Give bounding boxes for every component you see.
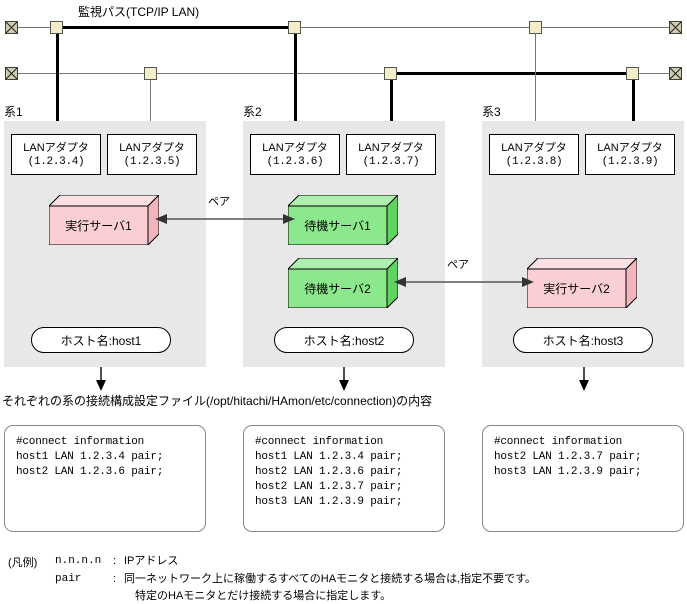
config-file-box-2: #connect information host1 LAN 1.2.3.4 p… xyxy=(243,425,445,532)
config-line: host2 LAN 1.2.3.6 pair; xyxy=(255,466,403,478)
hostname-pill-1: ホスト名:host1 xyxy=(31,327,171,353)
legend-desc-1-line-1: IPアドレス xyxy=(124,555,179,567)
config-line: host2 LAN 1.2.3.7 pair; xyxy=(255,481,403,493)
bus1-tap-sys3 xyxy=(529,21,542,34)
lan-adapter-1-1-name: LANアダプタ xyxy=(23,141,89,154)
lan-adapter-3-1: LANアダプタ (1.2.3.8) xyxy=(489,134,579,175)
bus2-tap-sys2 xyxy=(384,67,397,80)
legend-desc-2-line-2: 特定のHAモニタとだけ接続する場合に指定します。 xyxy=(135,590,392,602)
config-line: host2 LAN 1.2.3.6 pair; xyxy=(16,466,164,478)
bus1-tap-sys2 xyxy=(288,21,301,34)
bus1-wire-mid xyxy=(296,27,533,28)
drop-line-sys1-adapter1 xyxy=(56,27,59,139)
lan-adapter-2-2: LANアダプタ (1.2.3.7) xyxy=(346,134,436,175)
lan-adapter-2-2-ip: (1.2.3.7) xyxy=(362,155,420,168)
config-caption: それぞれの系の接続構成設定ファイル(/opt/hitachi/HAmon/etc… xyxy=(2,394,433,408)
server-box-standby-2: 待機サーバ2 xyxy=(288,258,398,308)
config-line: host2 LAN 1.2.3.7 pair; xyxy=(494,451,642,463)
system-label-1: 系1 xyxy=(4,105,23,119)
config-line: host3 LAN 1.2.3.9 pair; xyxy=(494,466,642,478)
drop-line-sys1-adapter2 xyxy=(150,73,151,139)
config-line: host1 LAN 1.2.3.4 pair; xyxy=(255,451,403,463)
config-line: #connect information xyxy=(494,436,623,448)
system-label-3: 系3 xyxy=(482,105,501,119)
pair-label-1: ペア xyxy=(206,196,232,209)
config-line: #connect information xyxy=(16,436,145,448)
config-file-box-3: #connect information host2 LAN 1.2.3.7 p… xyxy=(482,425,684,532)
bus1-wire-right xyxy=(533,27,669,28)
drop-line-sys3-adapter1 xyxy=(535,27,536,139)
lan-adapter-1-1: LANアダプタ (1.2.3.4) xyxy=(11,134,101,175)
bus1-right-terminator-icon xyxy=(669,21,682,34)
system-label-2: 系2 xyxy=(243,105,262,119)
lan-adapter-3-1-ip: (1.2.3.8) xyxy=(505,155,563,168)
down-arrow-2 xyxy=(339,367,349,391)
server-label-standby-2: 待機サーバ2 xyxy=(304,282,371,296)
drop-line-sys2-adapter2 xyxy=(390,73,393,139)
down-arrow-1 xyxy=(96,367,106,391)
lan-adapter-1-2: LANアダプタ (1.2.3.5) xyxy=(107,134,197,175)
hostname-pill-2: ホスト名:host2 xyxy=(274,327,414,353)
bus1-left-terminator-icon xyxy=(5,21,18,34)
config-line: host3 LAN 1.2.3.9 pair; xyxy=(255,496,403,508)
lan-adapter-2-1-ip: (1.2.3.6) xyxy=(266,155,324,168)
lan-adapter-2-1-name: LANアダプタ xyxy=(262,141,328,154)
server-label-standby-1: 待機サーバ1 xyxy=(304,219,371,233)
pair-arrow-1 xyxy=(155,214,295,224)
lan-adapter-2-2-name: LANアダプタ xyxy=(358,141,424,154)
drop-line-sys2-adapter1 xyxy=(294,27,297,139)
pair-arrow-2 xyxy=(394,277,534,287)
bus2-tap-sys3 xyxy=(626,67,639,80)
server-label-active-2: 実行サーバ2 xyxy=(543,282,610,296)
down-arrow-3 xyxy=(579,367,589,391)
lan-adapter-3-2: LANアダプタ (1.2.3.9) xyxy=(585,134,675,175)
bus2-wire-left xyxy=(14,73,145,74)
lan-adapter-3-2-name: LANアダプタ xyxy=(597,141,663,154)
legend-sep-2: : xyxy=(113,573,117,585)
legend-term-2: pair xyxy=(55,573,82,585)
bus2-right-terminator-icon xyxy=(669,67,682,80)
bus2-left-terminator-icon xyxy=(5,67,18,80)
server-label-active-1: 実行サーバ1 xyxy=(65,219,132,233)
lan-adapter-1-2-ip: (1.2.3.5) xyxy=(123,155,181,168)
lan-adapter-2-1: LANアダプタ (1.2.3.6) xyxy=(250,134,340,175)
server-box-active-2: 実行サーバ2 xyxy=(527,258,637,308)
bus2-wire-right xyxy=(630,73,669,74)
lan-adapter-1-1-ip: (1.2.3.4) xyxy=(27,155,85,168)
bus2-tap-sys1 xyxy=(144,67,157,80)
bus2-wire-mid-a xyxy=(145,73,386,74)
hostname-pill-3: ホスト名:host3 xyxy=(513,327,653,353)
bus1-tap-sys1 xyxy=(50,21,63,34)
lan-adapter-3-2-ip: (1.2.3.9) xyxy=(601,155,659,168)
legend-term-1: n.n.n.n xyxy=(55,555,102,567)
pair-label-2: ペア xyxy=(445,259,471,272)
bus2-wire-thick xyxy=(386,72,630,75)
legend-sep-1: : xyxy=(113,555,117,567)
bus1-wire-thick xyxy=(52,26,296,29)
bus-title-label: 監視パス(TCP/IP LAN) xyxy=(78,5,200,19)
lan-adapter-1-2-name: LANアダプタ xyxy=(119,141,185,154)
config-line: host1 LAN 1.2.3.4 pair; xyxy=(16,451,164,463)
drop-line-sys3-adapter2 xyxy=(632,73,635,139)
config-file-box-1: #connect information host1 LAN 1.2.3.4 p… xyxy=(4,425,206,532)
legend-title: (凡例) xyxy=(8,557,38,569)
legend-desc-2-line-1: 同一ネットワーク上に稼働するすべてのHAモニタと接続する場合は,指定不要です。 xyxy=(124,573,537,585)
lan-adapter-3-1-name: LANアダプタ xyxy=(501,141,567,154)
config-line: #connect information xyxy=(255,436,384,448)
bus1-wire-left xyxy=(14,27,52,28)
server-box-active-1: 実行サーバ1 xyxy=(49,195,159,245)
server-box-standby-1: 待機サーバ1 xyxy=(288,195,398,245)
